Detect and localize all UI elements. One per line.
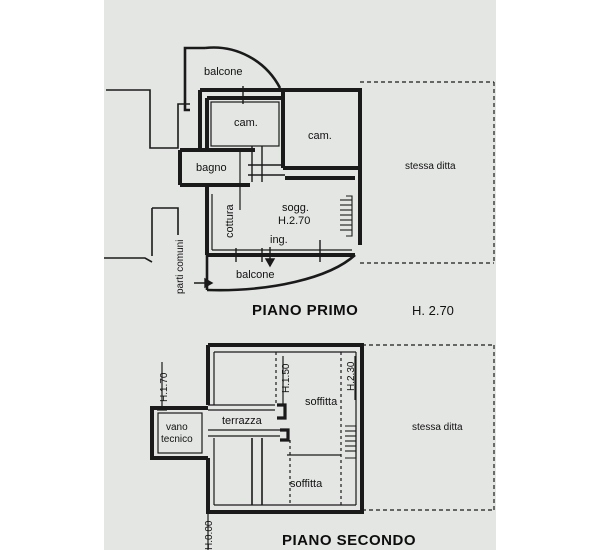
first-floor-height: H. 2.70 [412, 303, 454, 318]
second-floor-staircase [345, 425, 357, 459]
bedroom-large-label: cam. [308, 130, 332, 142]
second-floor-title: PIANO SECONDO [282, 532, 416, 549]
first-floor-plan [104, 46, 495, 292]
attic-lower-label: soffitta [290, 478, 323, 490]
entrance-arrow [194, 247, 276, 289]
entrance-label: ing. [270, 234, 288, 246]
first-floor-walls [178, 88, 362, 257]
second-floor-inner-lines [157, 351, 357, 506]
second-floor-walls [150, 343, 364, 514]
height-bottom-label: H.0.00 [204, 520, 215, 550]
neighbour-dashed-lines [360, 81, 495, 264]
attic-upper-label: soffitta [305, 396, 338, 408]
living-room-height: H.2.70 [278, 215, 310, 227]
balcony-bottom-label: balcone [236, 269, 275, 281]
living-room-label: sogg. [282, 202, 309, 214]
second-floor-plan [150, 343, 495, 550]
kitchen-label: cottura [224, 203, 236, 238]
height-right-label: H.2.30 [346, 361, 357, 391]
height-markers [157, 356, 356, 550]
top-balcony [183, 46, 282, 112]
first-floor-title: PIANO PRIMO [252, 302, 358, 319]
second-floor-partition [251, 403, 290, 505]
first-floor-doors [235, 86, 321, 262]
bedroom-small-label: cam. [234, 117, 258, 129]
height-mid-label: H.1.50 [281, 363, 292, 393]
bathroom-label: bagno [196, 162, 227, 174]
neighbour-outline-left [104, 89, 190, 263]
common-parts-label: parti comuni [175, 240, 186, 294]
first-floor-staircase [340, 195, 353, 237]
terrace-label: terrazza [222, 415, 263, 427]
tech-room-label-2: tecnico [161, 434, 193, 445]
height-left-label: H.1.70 [159, 372, 170, 402]
same-owner-label-first: stessa ditta [405, 161, 456, 172]
bottom-balcony [205, 254, 356, 292]
second-floor-neighbour-dashed [362, 344, 495, 511]
balcony-top-label: balcone [204, 66, 243, 78]
same-owner-label-second: stessa ditta [412, 422, 463, 433]
tech-room-label-1: vano [166, 422, 188, 433]
